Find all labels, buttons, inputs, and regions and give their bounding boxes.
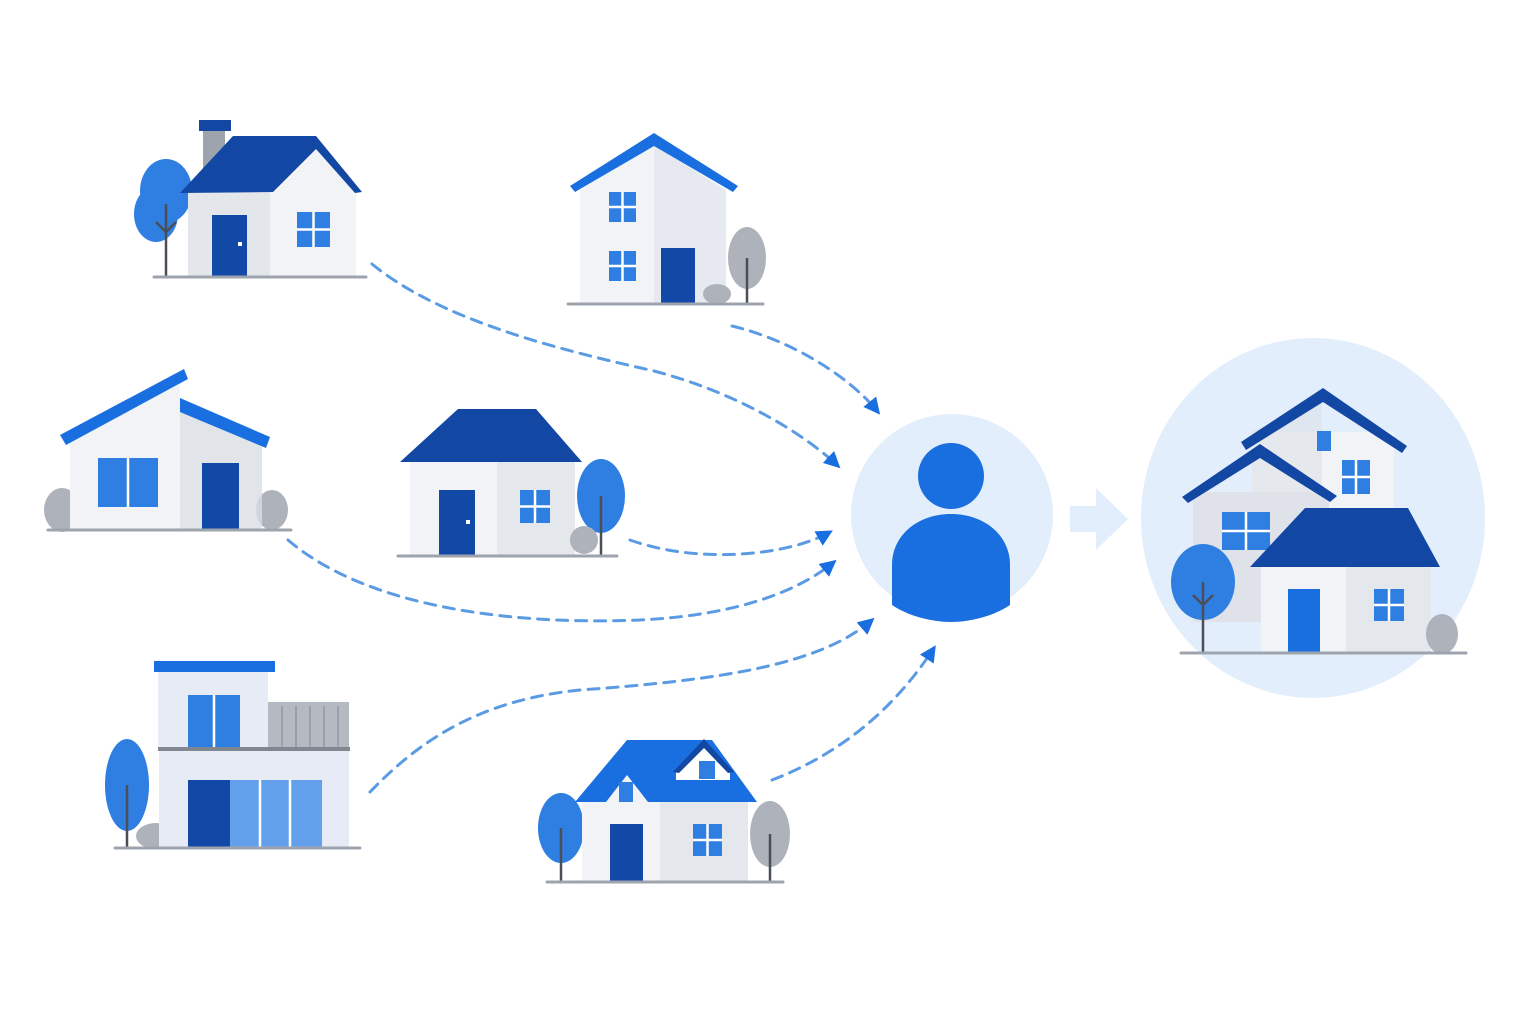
modern-flat-roof-house-icon — [105, 661, 362, 850]
source-house-6 — [538, 739, 790, 884]
flow-arrow-house-2 — [730, 324, 881, 415]
house-cluster-icon — [1171, 388, 1468, 655]
person-node — [851, 414, 1053, 622]
flow-arrow-house-6 — [770, 645, 936, 782]
source-house-4 — [396, 409, 625, 558]
two-storey-house-icon — [566, 133, 766, 306]
source-house-3 — [44, 369, 293, 532]
small-house-icon — [396, 409, 625, 558]
flow-arrow-house-5 — [368, 617, 875, 794]
house-with-dormer-icon — [538, 739, 790, 884]
flow-arrow-house-1 — [370, 262, 841, 469]
source-house-5 — [105, 661, 362, 850]
house-with-chimney-icon — [134, 120, 368, 279]
person-icon — [892, 443, 1010, 622]
flow-arrow-house-4 — [628, 530, 833, 557]
house-cluster-node — [1141, 338, 1485, 698]
flow-arrows — [286, 262, 936, 794]
result-arrow-icon — [1070, 488, 1128, 550]
source-house-1 — [134, 120, 368, 279]
flow-arrow-house-3 — [286, 538, 837, 623]
wide-house-icon — [44, 369, 293, 532]
source-house-2 — [566, 133, 766, 306]
